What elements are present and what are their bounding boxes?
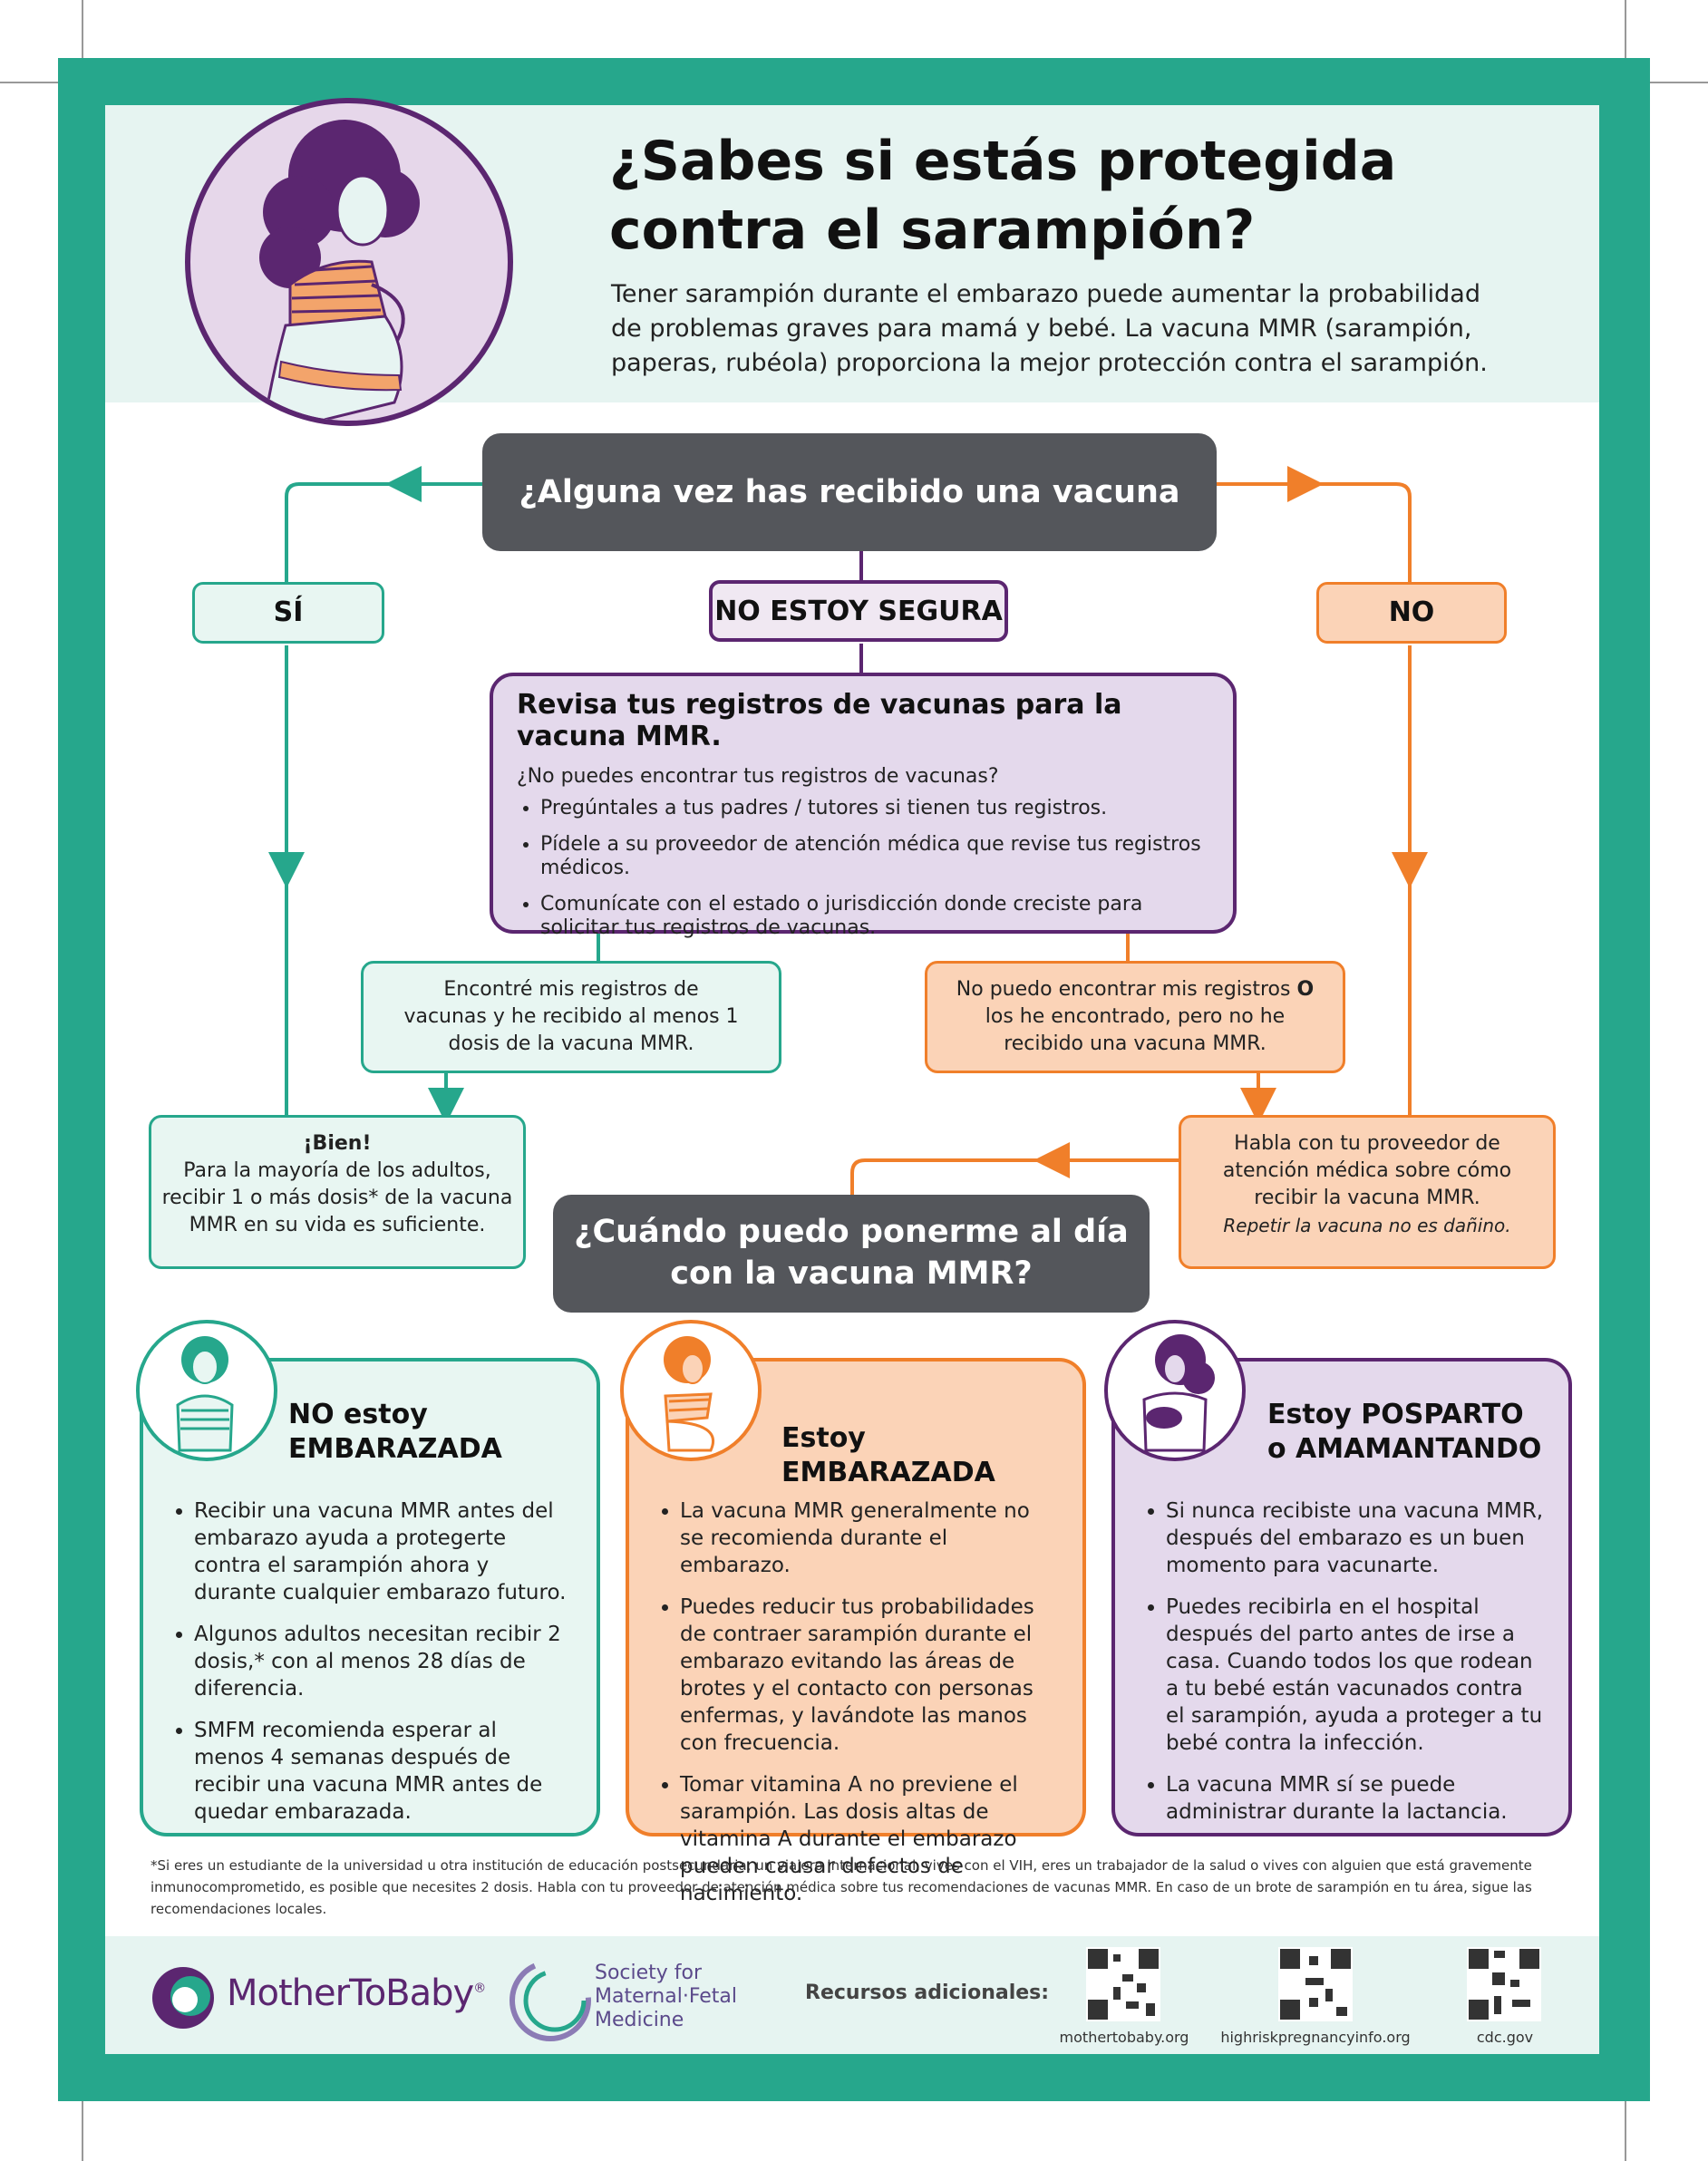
- link-highriskpregnancyinfo[interactable]: highriskpregnancyinfo.org: [1220, 2029, 1411, 2046]
- column-list: Recibir una vacuna MMR antes del embaraz…: [170, 1497, 573, 1826]
- list-item: Puedes recibirla en el hospital después …: [1166, 1594, 1545, 1757]
- answer-yes: SÍ: [192, 582, 384, 644]
- list-item: Puedes reducir tus probabilidades de con…: [680, 1594, 1059, 1757]
- intro-text: Tener sarampión durante el embarazo pued…: [611, 280, 1488, 377]
- records-list: Pregúntales a tus padres / tutores si ti…: [517, 797, 1209, 940]
- pregnant-woman-icon: [620, 1320, 762, 1461]
- answer-unsure: NO ESTOY SEGURA: [709, 580, 1008, 642]
- column-list: La vacuna MMR generalmente no se recomie…: [656, 1497, 1059, 1907]
- qr-code-icon[interactable]: [1086, 1947, 1160, 2021]
- link-mothertobaby[interactable]: mothertobaby.org: [1059, 2029, 1189, 2046]
- qr-code-icon[interactable]: [1467, 1947, 1541, 2021]
- column-list: Si nunca recibiste una vacuna MMR, despu…: [1142, 1497, 1545, 1826]
- smfm-logo-icon: [508, 1958, 593, 2043]
- list-item: Tomar vitamina A no previene el sarampió…: [680, 1771, 1059, 1907]
- mothertobaby-logo-icon: [149, 1963, 218, 2032]
- list-item: La vacuna MMR generalmente no se recomie…: [680, 1497, 1059, 1579]
- list-item: Pregúntales a tus padres / tutores si ti…: [540, 797, 1209, 820]
- crop-mark: [1625, 0, 1626, 62]
- list-item: Pídele a su proveedor de atención médica…: [540, 833, 1209, 880]
- crop-mark: [82, 0, 83, 62]
- column-title: Estoy EMBARAZADA: [781, 1422, 995, 1488]
- list-item: Si nunca recibiste una vacuna MMR, despu…: [1166, 1497, 1545, 1579]
- breastfeeding-woman-icon: [1104, 1320, 1246, 1461]
- list-item: Comunícate con el estado o jurisdicción …: [540, 893, 1209, 940]
- list-item: Algunos adultos necesitan recibir 2 dosi…: [194, 1621, 573, 1702]
- crop-mark: [1646, 82, 1708, 83]
- mothertobaby-logo-text: MotherToBaby®: [227, 1972, 486, 2014]
- list-item: SMFM recomienda esperar al menos 4 seman…: [194, 1717, 573, 1826]
- question-mmr-received: ¿Alguna vez has recibido una vacuna MMR?: [482, 433, 1217, 628]
- resources-label: Recursos adicionales:: [805, 1982, 1050, 2004]
- check-records-box: Revisa tus registros de vacunas para la …: [490, 673, 1237, 939]
- footnote: *Si eres un estudiante de la universidad…: [150, 1857, 1532, 1917]
- crop-mark: [0, 82, 62, 83]
- records-subtitle: ¿No puedes encontrar tus registros de va…: [517, 765, 999, 788]
- good-result-box: ¡Bien!Para la mayoría de los adultos,rec…: [149, 1115, 526, 1269]
- pregnant-woman-illustration: [185, 98, 513, 426]
- list-item: Recibir una vacuna MMR antes del embaraz…: [194, 1497, 573, 1606]
- records-title: Revisa tus registros de vacunas para la …: [517, 689, 1122, 752]
- link-cdc[interactable]: cdc.gov: [1476, 2029, 1534, 2046]
- crop-mark: [82, 2099, 83, 2161]
- woman-illustration-icon: [136, 1320, 277, 1461]
- answer-no: NO: [1316, 582, 1507, 644]
- crop-mark: [1625, 2099, 1626, 2161]
- list-item: La vacuna MMR sí se puede administrar du…: [1166, 1771, 1545, 1826]
- qr-code-icon[interactable]: [1278, 1947, 1353, 2021]
